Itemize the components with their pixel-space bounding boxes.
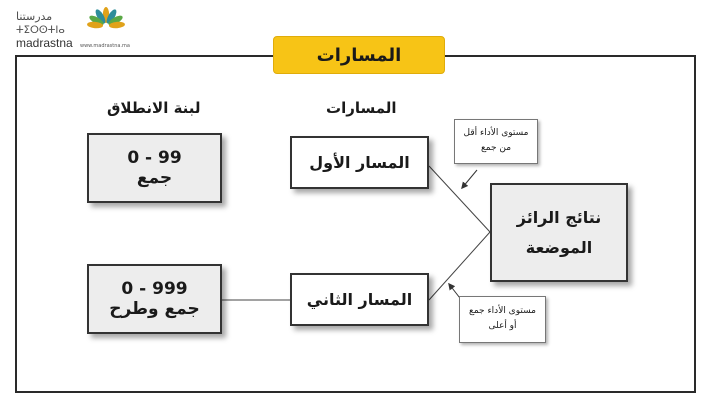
logo-arabic-text: مدرستنا [16,10,53,23]
path-first-label: المسار الأول [309,153,410,172]
logo-site-text: www.madrastna.ma [80,43,130,49]
madrastna-logo: مدرستنا ⵜⵉⵔⵙⵜⵏⴰ madrastna www.madrastna.… [16,6,130,52]
note-top-line2: من جمع [480,143,512,153]
connector-result-to-second [428,231,491,301]
path-box-second: المسار الثاني [290,273,429,326]
arrow-top-note [461,169,478,190]
header-start-brick: لبنة الانطلاق [107,99,201,117]
result-line2: الموضعة [525,237,593,257]
result-line1: نتائج الرائز [516,207,602,227]
note-bottom: مستوى الأداء جمع أو أعلى [459,296,546,343]
start-first-range: 0 - 99 [127,148,182,168]
start-second-label: جمع وطرح [109,299,200,319]
result-box: نتائج الرائز الموضعة [490,183,628,282]
header-paths: المسارات [326,99,397,117]
note-top: مستوى الأداء أقل من جمع [454,119,538,164]
logo-tifinagh-text: ⵜⵉⵔⵙⵜⵏⴰ [16,25,65,36]
path-second-label: المسار الثاني [306,290,413,309]
flower-logo-icon [87,7,125,29]
note-bottom-line1: مستوى الأداء جمع [469,306,536,316]
start-box-first: 0 - 99 جمع [87,133,222,203]
note-bottom-line2: أو أعلى [488,321,517,331]
page-title: المسارات [273,36,445,74]
note-top-line1: مستوى الأداء أقل [463,128,529,138]
start-box-second: 0 - 999 جمع وطرح [87,264,222,334]
start-first-label: جمع [136,168,173,188]
path-box-first: المسار الأول [290,136,429,189]
logo-latin-text: madrastna [16,36,73,50]
connector-result-to-first [428,165,491,233]
start-second-range: 0 - 999 [121,279,188,299]
